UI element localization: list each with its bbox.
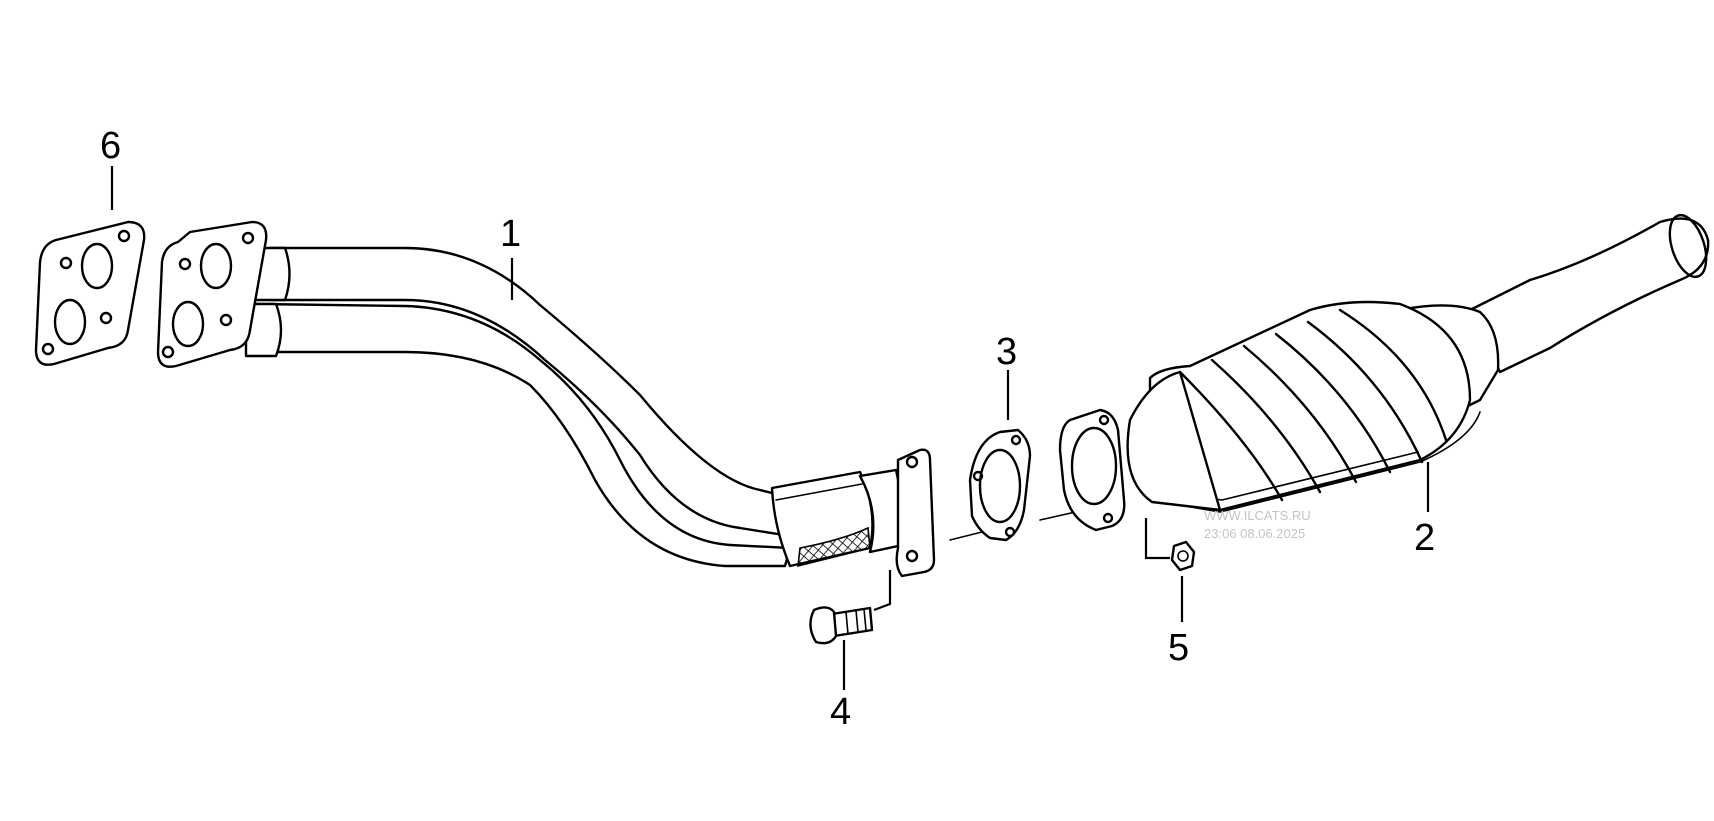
front-pipe bbox=[156, 220, 936, 578]
watermark-site: WWW.ILCATS.RU bbox=[1204, 508, 1311, 523]
manifold-gasket bbox=[34, 220, 146, 366]
catalytic-converter bbox=[1058, 213, 1710, 532]
bolt bbox=[809, 606, 874, 645]
callout-3: 3 bbox=[996, 331, 1017, 373]
callout-1: 1 bbox=[500, 213, 521, 255]
flange-gasket bbox=[968, 428, 1032, 542]
callout-2: 2 bbox=[1414, 517, 1435, 559]
callout-5: 5 bbox=[1168, 627, 1189, 669]
watermark-timestamp: 23:06 08.06.2025 bbox=[1204, 526, 1305, 541]
callout-6: 6 bbox=[100, 125, 121, 167]
nut bbox=[1170, 540, 1196, 572]
callout-4: 4 bbox=[830, 691, 851, 733]
